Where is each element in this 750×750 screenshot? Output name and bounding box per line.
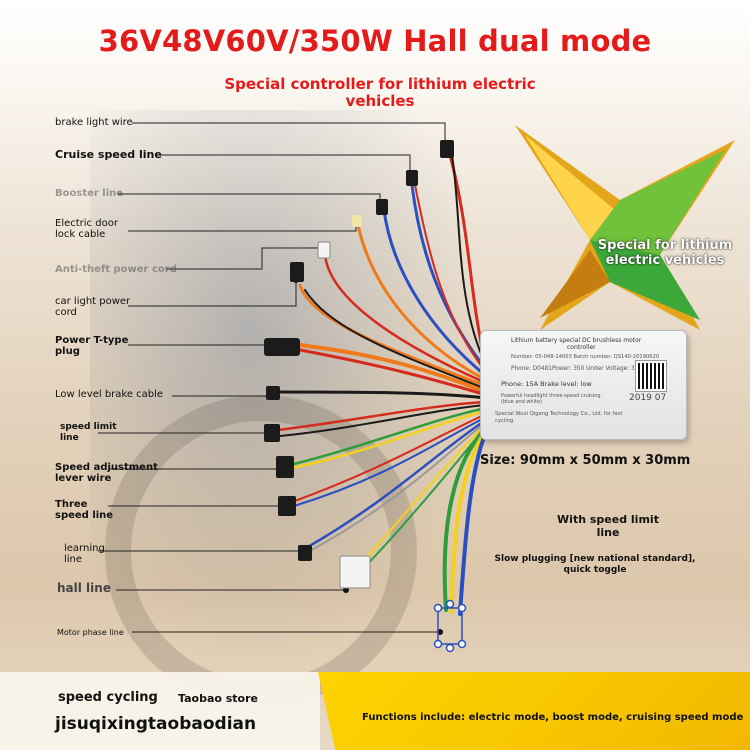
qr-code-icon [635,360,667,392]
controller-date: 2019 07 [629,393,667,403]
label-low-level-brake-cable: Low level brake cable [55,389,164,400]
footer-left-panel [0,672,320,750]
label-car-light-power-cord: car light power cord [55,296,131,318]
label-brake-light-wire: brake light wire [55,117,133,128]
footer-functions: Functions include: electric mode, boost … [362,712,744,723]
leader-car-light [128,280,297,307]
label-speed-adjustment-lever-wire: Speed adjustment lever wire [55,462,158,484]
wires [276,153,488,616]
star-badge-icon [515,125,735,330]
footer-right-panel [318,672,750,750]
label-cruise-speed-line: Cruise speed line [55,148,162,161]
label-hall-line: hall line [57,581,111,595]
label-booster-line: Booster line [55,188,124,199]
label-speed-limit-line: speed limit line [60,422,117,443]
connectors [264,140,467,653]
controller-line6: Powerful headlight three-speed cruising [501,393,601,399]
controller-box: Lithium battery special DC brushless mot… [480,330,687,440]
controller-line7: (blue and white) [501,399,542,405]
controller-line4: Phone: D0481Power: 350 Under Voltage: 38 [511,366,639,372]
controller-line1: Lithium battery special DC brushless mot… [511,337,642,344]
leader-brake-light [132,122,446,145]
label-learning-line: learning line [64,543,105,565]
label-electric-door-lock-cable: Electric door lock cable [55,218,118,240]
controller-line9: cycling [495,418,514,424]
label-power-t-type-plug: Power T-type plug [55,335,129,357]
leader-door-lock [128,220,357,232]
controller-line8: Special Wuxi Qigang Technology Co., Ltd.… [495,411,623,417]
leader-lines [98,122,446,633]
speed-limit-note: With speed limit line [557,513,659,539]
page-title: 36V48V60V/350W Hall dual mode [98,24,652,58]
leader-cruise [160,154,411,175]
slow-plug-note: Slow plugging [new national standard], q… [494,554,696,575]
controller-line2: controller [567,344,596,351]
footer-store: Taobao store [178,692,258,705]
leader-booster [118,193,381,205]
controller-line3: Number: 05-048-14003 Batch number: QS140… [511,354,660,360]
leader-anti-theft [166,247,322,270]
footer-speed-cycling: speed cycling [58,690,158,705]
label-anti-theft-power-cord: Anti-theft power cord [55,264,177,275]
footer-shop-id: jisuqixingtaobaodian [55,714,257,734]
label-motor-phase-line: Motor phase line [57,628,124,637]
page-subtitle: Special controller for lithium electric … [224,75,536,110]
label-three-speed-line: Three speed line [55,499,114,521]
size-spec: Size: 90mm x 50mm x 30mm [480,453,691,468]
controller-line5: Phone: 15A Brake level: low [501,380,592,388]
star-badge-text: Special for lithium electric vehicles [597,238,733,268]
